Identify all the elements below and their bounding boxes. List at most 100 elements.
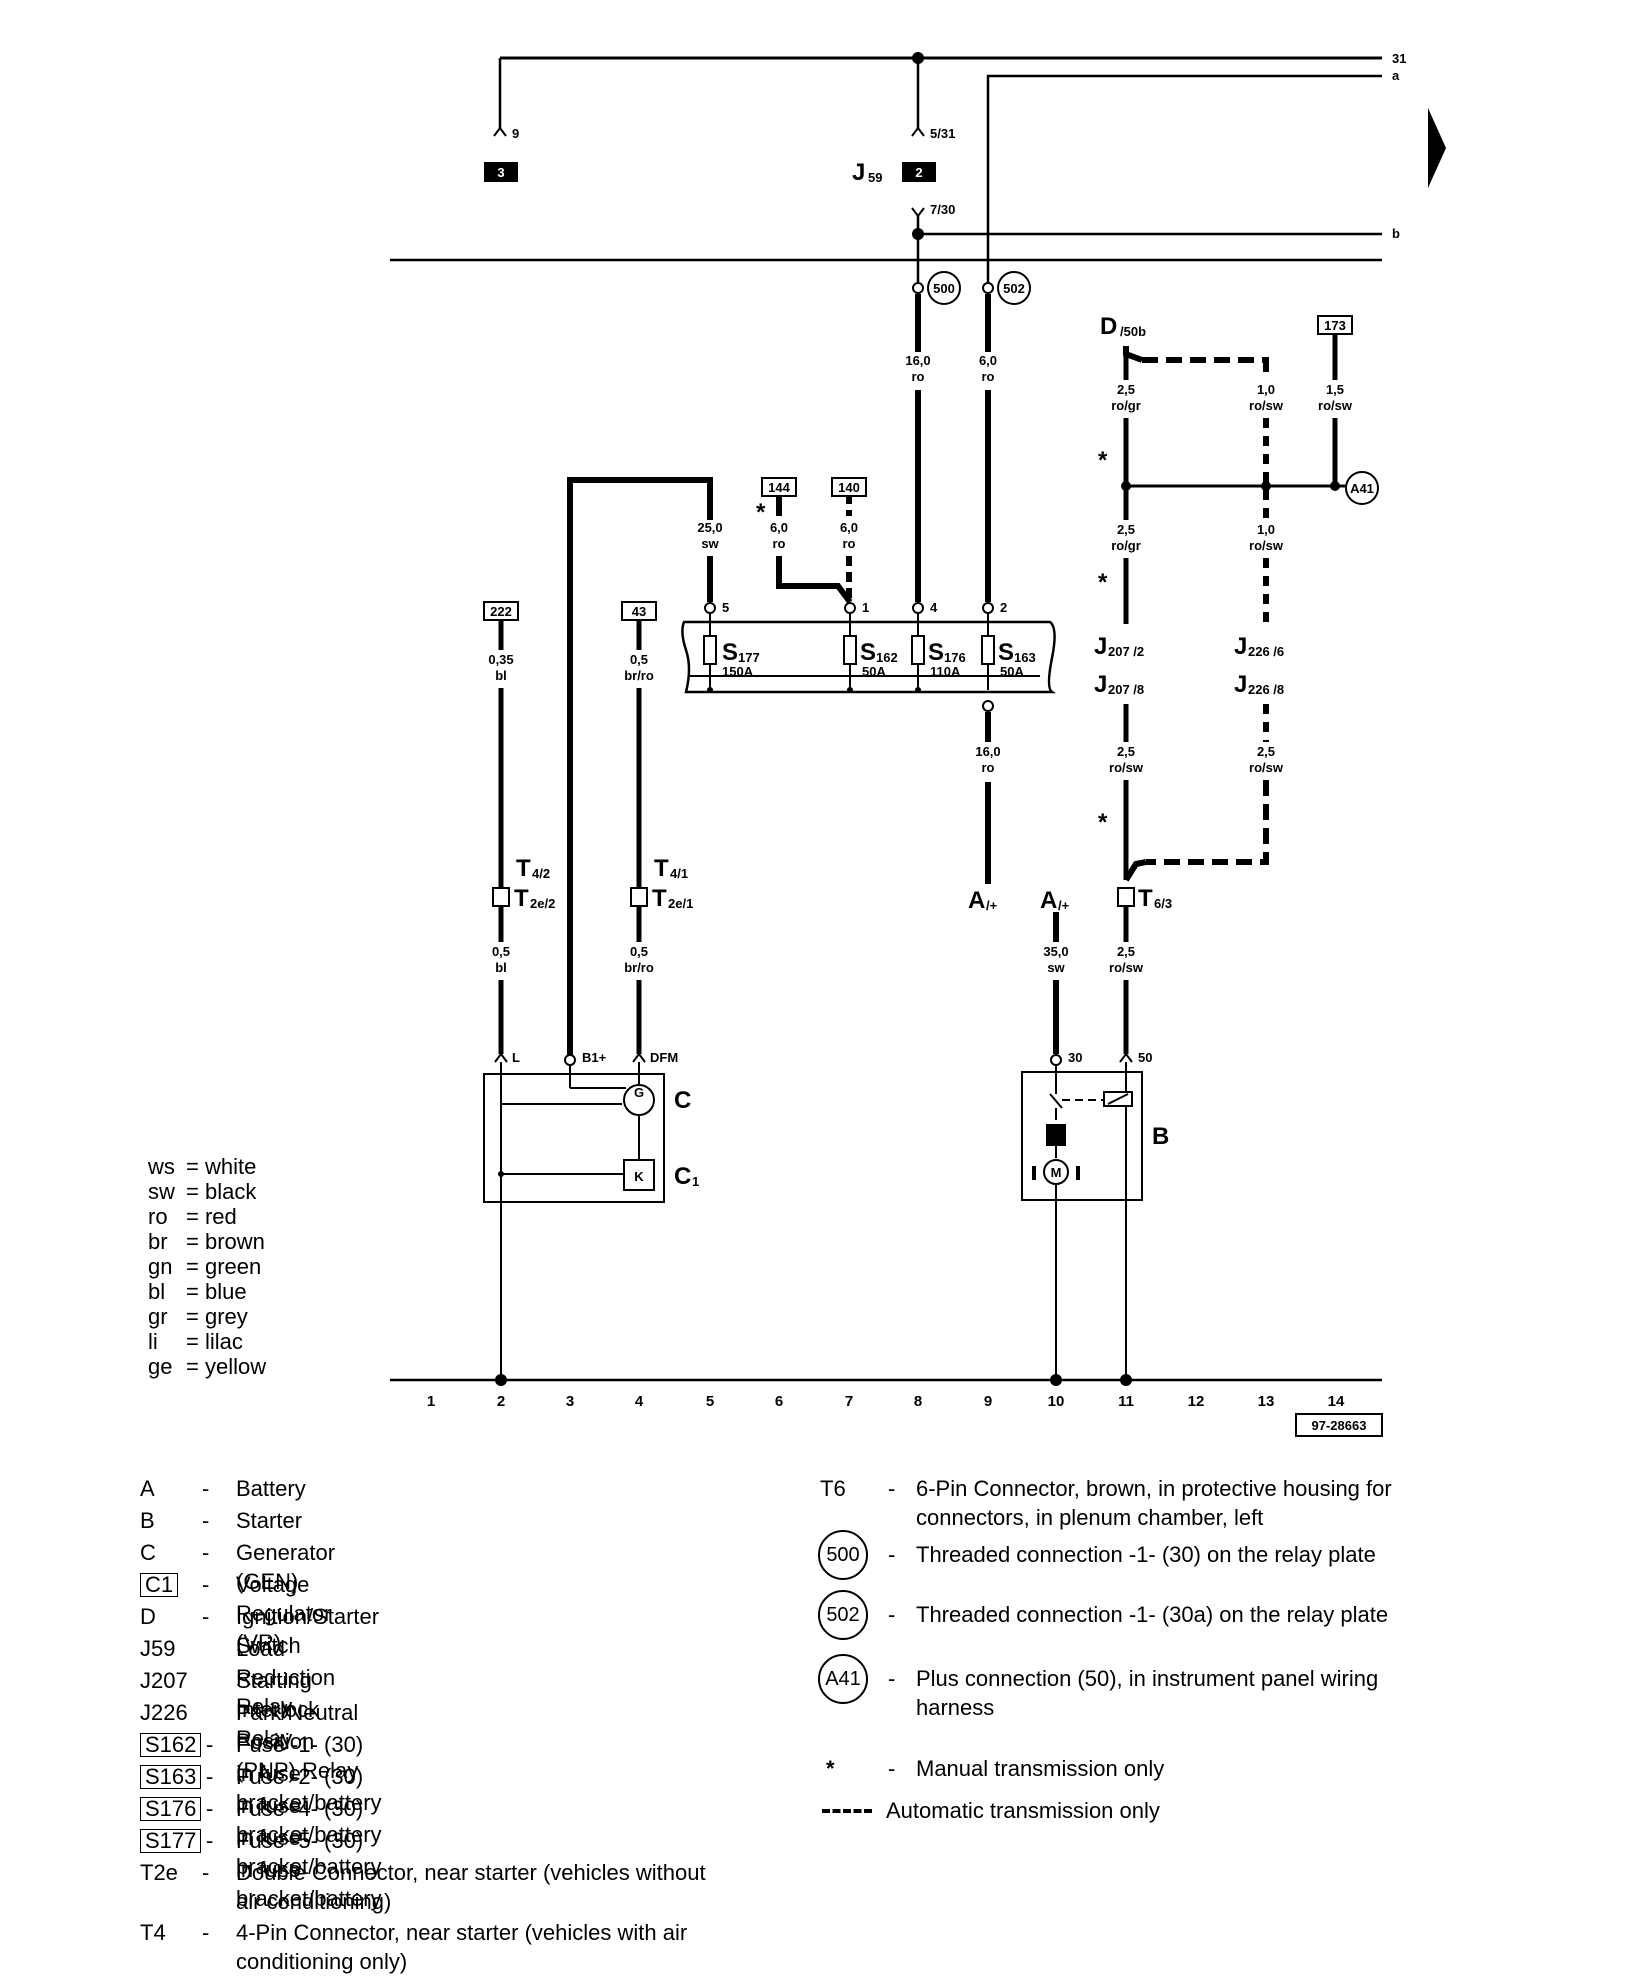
- svg-text:ro/gr: ro/gr: [1111, 538, 1141, 553]
- svg-text:ro: ro: [912, 369, 925, 384]
- svg-text:10: 10: [1048, 1393, 1065, 1410]
- svg-text:2,5: 2,5: [1117, 944, 1135, 959]
- threaded-500-label: 500: [933, 281, 955, 296]
- ref-140: 140: [838, 480, 860, 495]
- regulator-label: C: [674, 1163, 691, 1190]
- svg-text:DFM: DFM: [650, 1050, 678, 1065]
- svg-text:0,5: 0,5: [630, 652, 648, 667]
- svg-text:2,5: 2,5: [1117, 382, 1135, 397]
- svg-text:2,5: 2,5: [1117, 744, 1135, 759]
- svg-text:/+: /+: [1058, 898, 1070, 913]
- svg-text:2e/1: 2e/1: [668, 896, 693, 911]
- svg-text:B1+: B1+: [582, 1050, 607, 1065]
- legend-row: ws= white: [148, 1154, 257, 1179]
- svg-text:0,5: 0,5: [630, 944, 648, 959]
- svg-text:br/ro: br/ro: [624, 960, 654, 975]
- svg-text:2e/2: 2e/2: [530, 896, 555, 911]
- svg-text:T: T: [514, 885, 529, 912]
- fuse-bracket: [681, 620, 1057, 694]
- threaded-502-label: 502: [1003, 281, 1025, 296]
- svg-text:207 /8: 207 /8: [1108, 682, 1144, 697]
- relay-block-2: 2: [915, 165, 922, 180]
- svg-text:6: 6: [775, 1393, 783, 1410]
- svg-text:162: 162: [876, 650, 898, 665]
- svg-text:4: 4: [635, 1393, 644, 1410]
- svg-text:sw: sw: [701, 536, 719, 551]
- starter-label: B: [1152, 1123, 1169, 1150]
- svg-text:177: 177: [738, 650, 760, 665]
- svg-text:0,5: 0,5: [492, 944, 510, 959]
- relay-block-3: 3: [497, 165, 504, 180]
- svg-text:4/1: 4/1: [670, 866, 688, 881]
- relay-j59-name: J: [852, 159, 865, 186]
- svg-text:br/ro: br/ro: [624, 668, 654, 683]
- svg-text:T: T: [654, 855, 669, 882]
- svg-text:11: 11: [1118, 1393, 1134, 1410]
- regulator-k-symbol: K: [634, 1169, 644, 1184]
- svg-text:bl: bl: [495, 960, 507, 975]
- star-t6: *: [1098, 809, 1108, 836]
- svg-text:30: 30: [1068, 1050, 1082, 1065]
- bus-a: [986, 74, 1382, 282]
- svg-text:ro/sw: ro/sw: [1109, 760, 1144, 775]
- pin-5-31-label: 5/31: [930, 126, 955, 141]
- svg-text:4: 4: [930, 600, 938, 615]
- ref-222: 222: [490, 604, 512, 619]
- svg-text:T: T: [516, 855, 531, 882]
- svg-text:sw: sw: [1047, 960, 1065, 975]
- j226-6-label: J: [1234, 633, 1247, 660]
- legend-row: sw= black: [148, 1179, 257, 1204]
- svg-text:/50b: /50b: [1120, 324, 1146, 339]
- svg-text:16,0: 16,0: [975, 744, 1000, 759]
- svg-text:6,0: 6,0: [770, 520, 788, 535]
- svg-text:S: S: [998, 639, 1014, 666]
- svg-text:2,5: 2,5: [1117, 522, 1135, 537]
- svg-text:bl: bl: [495, 668, 507, 683]
- svg-text:ro: ro: [982, 369, 995, 384]
- svg-text:9: 9: [984, 1393, 992, 1410]
- wiring-diagram: 31 a 9 3 5/31 J 59 2 7/30 b 500 502 16,0…: [390, 51, 1446, 1437]
- svg-text:13: 13: [1258, 1393, 1275, 1410]
- svg-text:35,0: 35,0: [1043, 944, 1068, 959]
- ignition-switch-label: D: [1100, 313, 1117, 340]
- svg-text:6/3: 6/3: [1154, 896, 1172, 911]
- j207-8-label: J: [1094, 671, 1107, 698]
- legend-row: li= lilac: [148, 1329, 243, 1354]
- dashed-line-icon: [822, 1809, 872, 1813]
- svg-text:16,0: 16,0: [905, 353, 930, 368]
- t6-3-label: T: [1138, 885, 1153, 912]
- svg-text:2: 2: [1000, 600, 1007, 615]
- battery-label-2: A: [1040, 887, 1057, 914]
- fuse-s162: 1 S 162 50A: [843, 600, 898, 690]
- svg-text:25,0: 25,0: [697, 520, 722, 535]
- svg-text:0,35: 0,35: [488, 652, 513, 667]
- j226-8-label: J: [1234, 671, 1247, 698]
- component-key-left: A-Battery B-Starter C-Generator (GEN) C1…: [140, 1476, 706, 1974]
- svg-text:207 /2: 207 /2: [1108, 644, 1144, 659]
- continuation-arrow: [1428, 108, 1446, 188]
- svg-text:2,5: 2,5: [1257, 744, 1275, 759]
- bus-b-label: b: [1392, 226, 1400, 241]
- wire-color-legend: ws= white sw= black ro= red br= brown gn…: [148, 1154, 266, 1379]
- svg-text:50A: 50A: [862, 664, 886, 679]
- svg-text:8: 8: [914, 1393, 922, 1410]
- motor-m-symbol: M: [1051, 1165, 1062, 1180]
- relay-j59-sub: 59: [868, 170, 882, 185]
- svg-text:4/2: 4/2: [532, 866, 550, 881]
- svg-text:163: 163: [1014, 650, 1036, 665]
- bus-31-label: 31: [1392, 51, 1406, 66]
- svg-text:S: S: [928, 639, 944, 666]
- svg-text:ro/sw: ro/sw: [1109, 960, 1144, 975]
- svg-text:6,0: 6,0: [979, 353, 997, 368]
- svg-text:226 /8: 226 /8: [1248, 682, 1284, 697]
- a41-label: A41: [1350, 481, 1374, 496]
- svg-text:ro/sw: ro/sw: [1249, 538, 1284, 553]
- legend-row: bl= blue: [148, 1279, 247, 1304]
- generator-label: C: [674, 1087, 691, 1114]
- svg-text:150A: 150A: [722, 664, 754, 679]
- svg-text:1: 1: [692, 1174, 699, 1189]
- svg-text:ro/sw: ro/sw: [1249, 760, 1284, 775]
- svg-text:110A: 110A: [930, 664, 961, 679]
- svg-text:176: 176: [944, 650, 966, 665]
- svg-text:7: 7: [845, 1393, 853, 1410]
